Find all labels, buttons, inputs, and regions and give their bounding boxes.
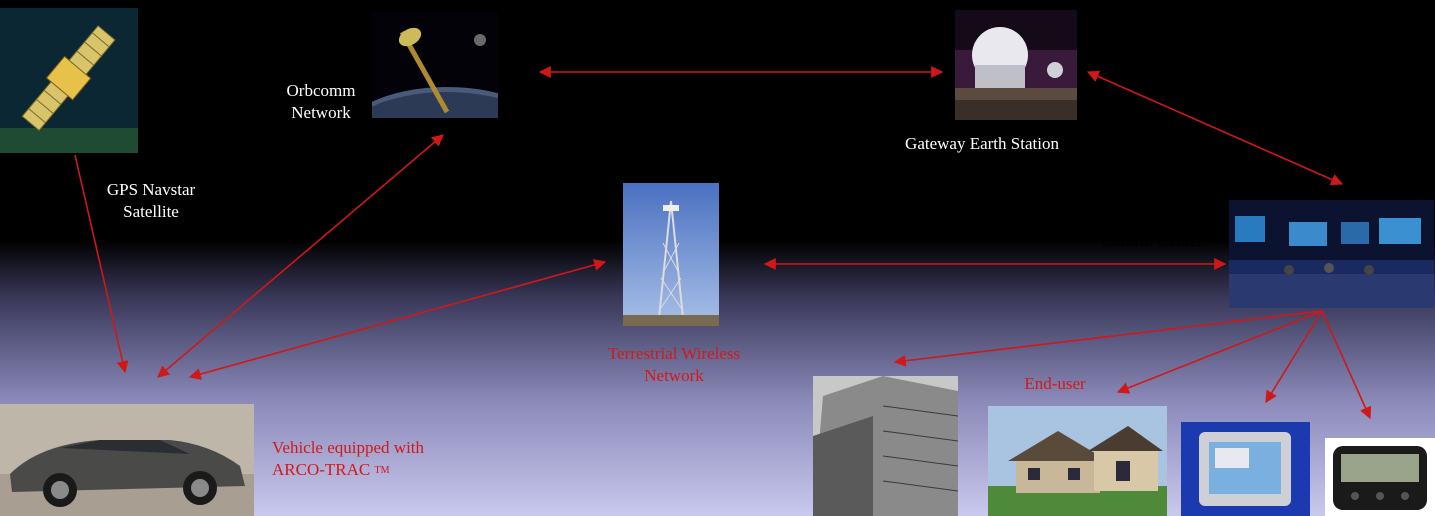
gateway-earth-station-label: Gateway Earth Station <box>905 134 1059 153</box>
control-center-image <box>1229 200 1434 308</box>
gps-navstar-label: GPS Navstar Satellite <box>106 180 196 221</box>
terrestrial-wireless-network-label: Terrestrial Wireless Network <box>607 344 741 385</box>
end-user-label: End-user <box>1024 374 1086 393</box>
gps-satellite-image <box>0 8 138 153</box>
arrow-control-to-pager <box>1321 310 1372 420</box>
arrow-gateway-control <box>1086 70 1344 186</box>
house-image <box>988 406 1167 516</box>
computer-monitor-image <box>1181 422 1310 516</box>
vehicle-car-image <box>0 404 254 516</box>
trademark-symbol: TM <box>374 465 390 477</box>
orbcomm-network-label: Orbcomm Network <box>286 81 356 122</box>
arrow-control-to-monitor <box>1265 310 1323 404</box>
arrow-orbcomm-vehicle <box>157 134 444 378</box>
vehicle-label: Vehicle equipped with ARCO-TRAC TM <box>272 438 425 479</box>
arrow-control-to-office <box>893 310 1323 367</box>
office-building-image <box>813 376 958 516</box>
arrow-terrestrial-vehicle <box>188 259 607 380</box>
arrow-control-to-house <box>1116 310 1323 394</box>
terrestrial-tower-image <box>623 183 719 326</box>
orbcomm-satellite-image <box>372 12 498 118</box>
control-center-label: Control Center <box>1101 231 1203 250</box>
pager-image <box>1325 438 1435 516</box>
gateway-earth-station-image <box>955 10 1077 120</box>
